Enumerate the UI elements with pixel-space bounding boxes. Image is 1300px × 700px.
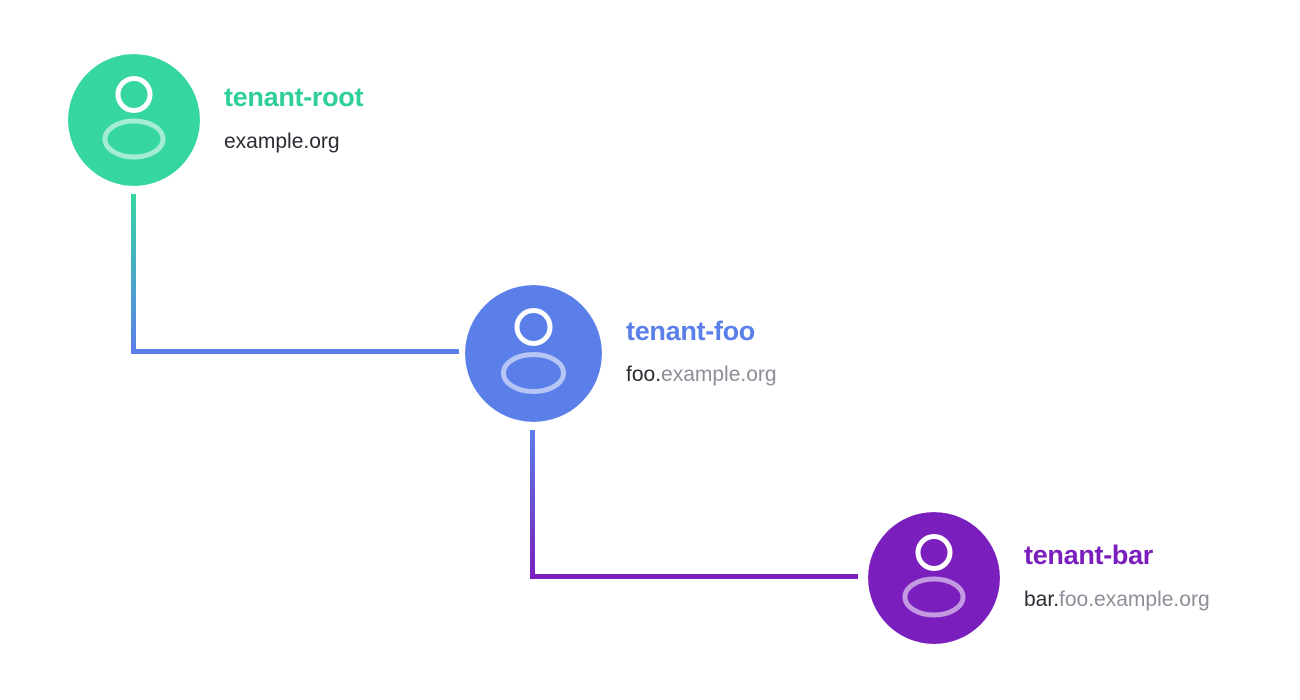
tenant-bar-title: tenant-bar [1024, 540, 1154, 571]
tenant-foo-text-block: tenant-foo foo.example.org [626, 315, 777, 391]
tenant-root-title: tenant-root [224, 82, 364, 113]
tenant-root-domain-suffix: example.org [224, 129, 340, 153]
tenant-foo-domain: foo.example.org [626, 363, 777, 386]
tenant-bar-avatar[interactable] [868, 512, 1000, 644]
tenant-root-domain: example.org [224, 130, 363, 153]
tenant-root-avatar[interactable] [68, 54, 200, 186]
edge-foo-to-bar [530, 430, 858, 579]
tenant-root-text-block: tenant-root example.org [224, 82, 364, 157]
tenant-bar-domain: bar.foo.example.org [1024, 588, 1210, 611]
node-tenant-bar[interactable]: tenant-bar bar.foo.example.org [868, 512, 1210, 644]
person-avatar-icon [102, 76, 166, 160]
tenant-bar-text-block: tenant-bar bar.foo.example.org [1024, 540, 1210, 615]
node-tenant-root[interactable]: tenant-root example.org [68, 54, 363, 186]
tenant-foo-domain-suffix: example.org [661, 363, 777, 387]
person-avatar-icon [902, 534, 966, 618]
tenant-bar-domain-suffix: foo.example.org [1059, 587, 1210, 611]
person-avatar-icon [501, 308, 566, 394]
tenant-foo-title: tenant-foo [626, 315, 755, 346]
tenant-foo-domain-prefix: foo. [626, 363, 662, 387]
tenant-foo-avatar[interactable] [465, 285, 602, 422]
node-tenant-foo[interactable]: tenant-foo foo.example.org [465, 285, 777, 422]
tenant-bar-domain-prefix: bar. [1024, 587, 1060, 611]
edge-root-to-foo [131, 194, 459, 354]
